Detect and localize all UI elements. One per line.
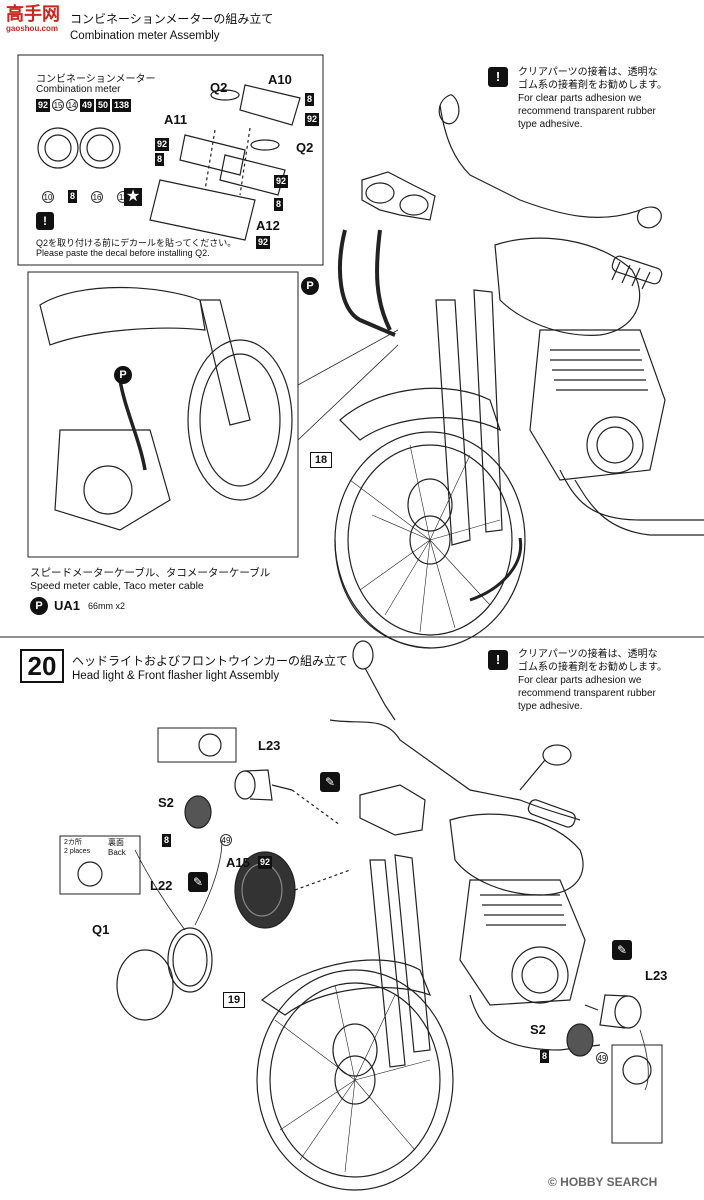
site-logo-subtext: gaoshou.com <box>6 24 59 33</box>
clear-note-19: クリアパーツの接着は、透明な ゴム系の接着剤をお勧めします。 For clear… <box>518 66 667 131</box>
places-note-jp: 2カ所 <box>64 839 82 846</box>
inset-caption-en: Combination meter <box>36 84 121 95</box>
step-number-20: 20 <box>20 649 64 683</box>
part-l23-right: L23 <box>645 968 668 983</box>
paint-code: 92 <box>258 856 273 869</box>
part-a15: A15 <box>226 855 250 870</box>
paint-code: 138 <box>112 99 132 112</box>
paint-code: 8 <box>540 1050 550 1063</box>
paint-code: 8 <box>162 834 172 847</box>
step20-title-en: Head light & Front flasher light Assembl… <box>72 670 280 682</box>
hobby-search-watermark: © HOBBY SEARCH <box>548 1175 658 1189</box>
clear-note-en-1: For clear parts adhesion we <box>518 675 642 686</box>
paint-code: 92 <box>155 138 170 151</box>
clear-note-jp-2: ゴム系の接着剤をお勧めします。 <box>518 80 667 91</box>
paint-code: 92 <box>256 236 271 249</box>
wheel-spokes-20 <box>274 984 431 1173</box>
paint-code: 49 <box>596 1052 608 1064</box>
site-logo-text: 高手网 <box>6 4 60 24</box>
part-s2-left: S2 <box>158 795 174 810</box>
inset-caption-jp: コンビネーションメーター <box>36 74 156 85</box>
ref-step-19: 19 <box>223 992 245 1008</box>
clear-note-jp-1: クリアパーツの接着は、透明な <box>518 67 658 78</box>
clear-note-jp-2: ゴム系の接着剤をお勧めします。 <box>518 662 667 673</box>
glue-icon: ✎ <box>188 872 208 892</box>
adhesive-icon: ! <box>488 650 508 670</box>
clear-note-en-3: type adhesive. <box>518 701 583 712</box>
part-a11: A11 <box>164 112 188 127</box>
clear-note-jp-1: クリアパーツの接着は、透明な <box>518 649 658 660</box>
part-s2-right: S2 <box>530 1022 546 1037</box>
paint-code: 49 <box>220 834 232 846</box>
paint-code: 92 <box>274 175 289 188</box>
clear-note-en-1: For clear parts adhesion we <box>518 93 642 104</box>
part-l22: L22 <box>150 878 173 893</box>
ref-step-18: 18 <box>310 452 332 468</box>
paint-code: 8 <box>68 190 78 203</box>
step19-title-en: Combination meter Assembly <box>70 30 220 42</box>
part-p-marker: P <box>301 277 319 295</box>
paint-code: 92 <box>305 113 320 126</box>
wheel-spokes-19 <box>349 444 501 633</box>
adhesive-icon: ! <box>488 67 508 87</box>
step19-title-jp: コンビネーションメーターの組み立て <box>70 12 274 26</box>
places-note-en: 2 places <box>64 848 91 855</box>
cable-part: UA1 <box>54 598 81 613</box>
paint-code: 92 <box>36 99 51 112</box>
clear-note-en-3: type adhesive. <box>518 119 583 130</box>
paint-code: 8 <box>155 153 165 166</box>
part-q2-a: Q2 <box>210 80 228 95</box>
meter-code-row-bottom: 10 8 16 11 <box>42 190 130 203</box>
paint-code: 49 <box>80 99 95 112</box>
clear-note-20: クリアパーツの接着は、透明な ゴム系の接着剤をお勧めします。 For clear… <box>518 648 667 713</box>
motorcycle-19 <box>334 94 704 649</box>
decal-note-en: Please paste the decal before installing… <box>36 248 210 258</box>
glue-icon: ✎ <box>320 772 340 792</box>
part-a10: A10 <box>268 72 292 87</box>
back-note-en: Back <box>108 848 126 857</box>
cable-caption-en: Speed meter cable, Taco meter cable <box>30 580 204 592</box>
paint-code: 15 <box>52 99 65 111</box>
glue-icon: ✎ <box>612 940 632 960</box>
cable-spec: 66mm x2 <box>88 601 126 611</box>
cable-caption-jp: スピードメーターケーブル、タコメーターケーブル <box>30 567 271 579</box>
paint-code: 8 <box>305 93 315 106</box>
paint-code: 8 <box>274 198 284 211</box>
part-q2-b: Q2 <box>296 140 314 155</box>
star-icon: ★ <box>124 188 142 206</box>
clear-note-en-2: recommend transparent rubber <box>518 688 656 699</box>
part-p-marker: P <box>114 366 132 384</box>
part-l23-left: L23 <box>258 738 281 753</box>
decal-note-jp: Q2を取り付ける前にデカールを貼ってください。 <box>36 238 237 248</box>
part-p-marker: P <box>30 597 48 615</box>
paint-code: 10 <box>42 190 54 203</box>
adhesive-icon: ! <box>36 212 54 230</box>
paint-code: 14 <box>66 99 79 111</box>
clear-note-en-2: recommend transparent rubber <box>518 106 656 117</box>
places-note: 2カ所 2 places <box>64 838 90 856</box>
back-note-jp: 裏面 <box>108 838 124 847</box>
step20-title-jp: ヘッドライトおよびフロントウインカーの組み立て <box>72 654 349 668</box>
motorcycle-20 <box>256 640 601 1191</box>
paint-code: 50 <box>96 99 111 112</box>
part-a12: A12 <box>256 218 280 233</box>
paint-code: 16 <box>91 190 104 203</box>
back-note: 裏面 Back <box>108 838 126 858</box>
site-logo: 高手网 <box>6 4 60 24</box>
part-q1: Q1 <box>92 922 110 937</box>
meter-code-row: 92 15 14 49 50 138 <box>36 99 132 112</box>
